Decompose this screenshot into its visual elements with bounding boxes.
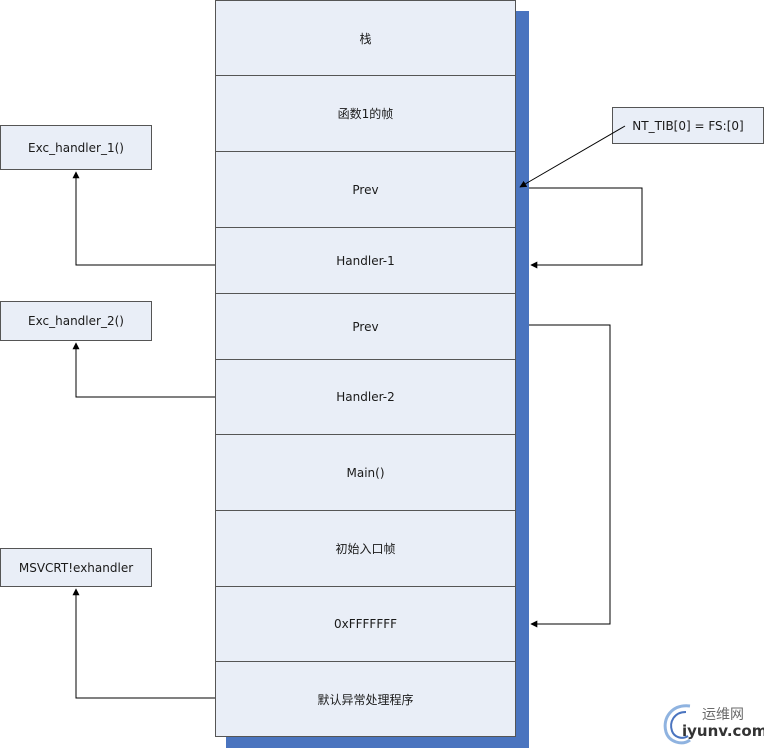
stack-cell-handler-2: Handler-2: [215, 359, 516, 435]
exc-handler-2-box: Exc_handler_2(): [0, 301, 152, 341]
stack-cell-handler-1: Handler-1: [215, 227, 516, 294]
watermark-swirl-icon: [663, 704, 691, 745]
stack-cell-main: Main(): [215, 434, 516, 511]
stack-cell-function1-frame: 函数1的帧: [215, 75, 516, 152]
stack-cell-header: 栈: [215, 0, 516, 76]
stack-cell-prev-2: Prev: [215, 293, 516, 360]
watermark-en-text: iyunv.com: [682, 722, 764, 740]
watermark-logo: 运维网 iyunv.com: [660, 700, 764, 746]
handler1-to-exc1-arrow: [72, 171, 215, 266]
nt-tib-box: NT_TIB[0] = FS:[0]: [612, 107, 764, 144]
watermark-cn-text: 运维网: [702, 707, 744, 723]
tib-pointer-arrow: [519, 125, 626, 188]
stack-cell-terminator: 0xFFFFFFF: [215, 586, 516, 662]
stack-column: 栈 函数1的帧 Prev Handler-1 Prev Handler-2 Ma…: [215, 0, 518, 737]
exc-handler-1-box: Exc_handler_1(): [0, 125, 152, 170]
prev1-to-handler1-arrow: [529, 187, 643, 269]
stack-cell-entry-frame: 初始入口帧: [215, 510, 516, 587]
stack-cell-default-handler: 默认异常处理程序: [215, 661, 516, 737]
default-to-msvcrt-arrow: [72, 588, 215, 699]
msvcrt-handler-box: MSVCRT!exhandler: [0, 548, 152, 587]
stack-cell-prev-1: Prev: [215, 151, 516, 228]
handler2-to-exc2-arrow: [72, 342, 215, 398]
prev2-to-terminator-arrow: [529, 324, 611, 628]
